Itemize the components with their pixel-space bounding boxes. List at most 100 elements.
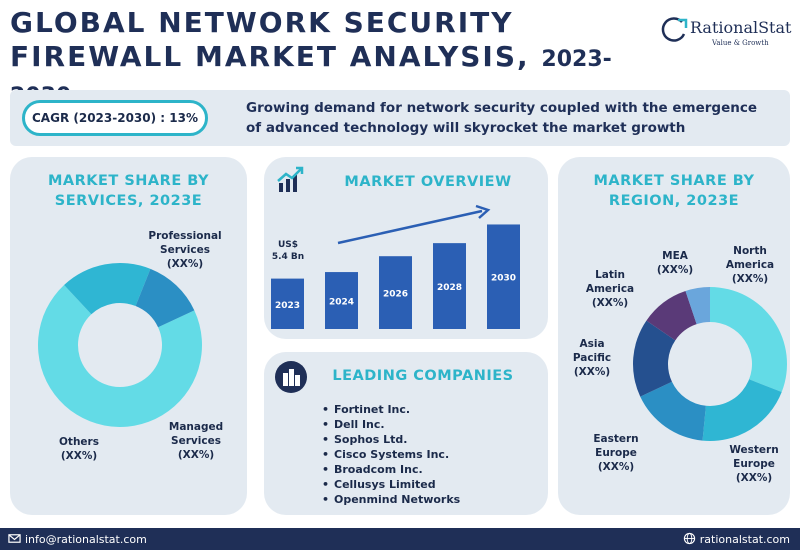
region-title: MARKET SHARE BY REGION, 2023E bbox=[558, 171, 790, 211]
services-slice-0 bbox=[38, 285, 202, 427]
region-slice-1 bbox=[702, 379, 782, 441]
bar-2026 bbox=[379, 256, 412, 329]
region-label-ap-l3: (XX%) bbox=[573, 366, 611, 378]
logo-tagline: Value & Growth bbox=[712, 39, 769, 47]
overview-value-l2: 5.4 Bn bbox=[271, 252, 305, 262]
region-label-we-l2: Europe bbox=[733, 458, 775, 470]
logo-mark-icon bbox=[661, 17, 688, 42]
bar-2023 bbox=[271, 278, 304, 329]
region-label-na-l1: North bbox=[733, 245, 767, 257]
list-item: Cisco Systems Inc. bbox=[322, 447, 460, 462]
banner-tagline: Growing demand for network security coup… bbox=[246, 100, 758, 136]
footer-website-text: rationalstat.com bbox=[699, 533, 790, 546]
logo-name: RationalStat bbox=[690, 18, 792, 37]
region-label-north-america: North America (XX%) bbox=[718, 244, 782, 286]
bar-2030 bbox=[487, 224, 520, 329]
companies-list: Fortinet Inc. Dell Inc. Sophos Ltd. Cisc… bbox=[322, 402, 460, 507]
services-label-managed: Managed Services (XX%) bbox=[156, 420, 236, 462]
title-line-2: FIREWALL MARKET ANALYSIS, 2023-2030 bbox=[10, 40, 630, 114]
list-item: Dell Inc. bbox=[322, 417, 460, 432]
region-slice-0 bbox=[710, 287, 787, 393]
region-slice-3 bbox=[633, 320, 676, 397]
bar-label-2030: 2030 bbox=[491, 274, 516, 284]
region-label-na-l3: (XX%) bbox=[731, 273, 769, 285]
region-title-line-2: REGION, 2023E bbox=[608, 193, 740, 209]
title-line-1: GLOBAL NETWORK SECURITY bbox=[10, 6, 514, 39]
growth-chart-icon bbox=[277, 166, 304, 192]
bar-2024 bbox=[325, 272, 358, 329]
region-label-we-l1: Western bbox=[729, 444, 779, 456]
region-label-na-l2: America bbox=[725, 259, 775, 271]
services-label-managed-l3: (XX%) bbox=[177, 449, 215, 461]
region-label-asia-pacific: Asia Pacific (XX%) bbox=[560, 337, 624, 379]
region-slice-4 bbox=[646, 291, 697, 341]
services-slice-1 bbox=[64, 263, 151, 315]
region-label-la-l3: (XX%) bbox=[591, 297, 629, 309]
services-label-professional-l2: Services bbox=[160, 244, 210, 256]
region-label-mea-l2: (XX%) bbox=[656, 264, 694, 276]
services-panel: MARKET SHARE BY SERVICES, 2023E Professi… bbox=[10, 157, 247, 515]
region-label-western-europe: Western Europe (XX%) bbox=[722, 443, 786, 485]
services-label-managed-l1: Managed bbox=[168, 421, 224, 433]
region-donut-chart bbox=[633, 287, 787, 441]
list-item: Openmind Networks bbox=[322, 492, 460, 507]
services-title: MARKET SHARE BY SERVICES, 2023E bbox=[10, 171, 247, 211]
region-slice-5 bbox=[685, 287, 710, 325]
footer-bar: info@rationalstat.com rationalstat.com bbox=[0, 528, 800, 550]
cagr-badge: CAGR (2023-2030) : 13% bbox=[22, 100, 208, 136]
services-label-others: Others (XX%) bbox=[44, 435, 114, 463]
bar-2028 bbox=[433, 243, 466, 329]
region-label-eastern-europe: Eastern Europe (XX%) bbox=[584, 432, 648, 474]
list-item: Broadcom Inc. bbox=[322, 462, 460, 477]
services-label-professional: Professional Services (XX%) bbox=[140, 229, 230, 271]
region-label-ee-l2: Europe bbox=[595, 447, 637, 459]
trend-arrow-line bbox=[337, 209, 483, 245]
region-title-line-1: MARKET SHARE BY bbox=[593, 173, 755, 189]
footer-email[interactable]: info@rationalstat.com bbox=[8, 532, 147, 546]
services-title-line-1: MARKET SHARE BY bbox=[47, 173, 210, 189]
market-overview-panel: MARKET OVERVIEW 2023 2024 2026 2028 2030 US$… bbox=[264, 157, 548, 339]
footer-email-text: info@rationalstat.com bbox=[25, 533, 147, 546]
region-label-latin-america: Latin America (XX%) bbox=[578, 268, 642, 310]
overview-value-l1: US$ bbox=[277, 240, 299, 250]
page-title: GLOBAL NETWORK SECURITY FIREWALL MARKET … bbox=[10, 6, 630, 114]
bar-label-2023: 2023 bbox=[275, 301, 300, 311]
services-donut-chart bbox=[38, 263, 202, 427]
market-overview-title: MARKET OVERVIEW bbox=[344, 174, 512, 190]
region-label-mea-l1: MEA bbox=[662, 250, 688, 262]
services-label-others-l1: Others bbox=[59, 436, 99, 448]
list-item: Cellusys Limited bbox=[322, 477, 460, 492]
region-label-ee-l3: (XX%) bbox=[597, 461, 635, 473]
region-label-mea: MEA (XX%) bbox=[648, 249, 702, 277]
region-slice-2 bbox=[640, 381, 706, 441]
region-label-la-l2: America bbox=[585, 283, 635, 295]
globe-icon bbox=[683, 532, 695, 545]
email-icon bbox=[8, 534, 21, 543]
cagr-banner: CAGR (2023-2030) : 13% Growing demand fo… bbox=[10, 90, 790, 146]
bar-label-2028: 2028 bbox=[437, 283, 462, 293]
region-label-we-l3: (XX%) bbox=[735, 472, 773, 484]
services-title-line-2: SERVICES, 2023E bbox=[54, 193, 203, 209]
services-slice-2 bbox=[135, 268, 195, 328]
services-label-managed-l2: Services bbox=[171, 435, 221, 447]
region-label-la-l1: Latin bbox=[595, 269, 625, 281]
region-label-ap-l2: Pacific bbox=[572, 352, 612, 364]
bar-label-2026: 2026 bbox=[383, 290, 408, 300]
overview-value-annotation: US$ 5.4 Bn bbox=[268, 239, 308, 263]
region-label-ap-l1: Asia bbox=[579, 338, 605, 350]
list-item: Sophos Ltd. bbox=[322, 432, 460, 447]
leading-companies-title: LEADING COMPANIES bbox=[332, 368, 514, 384]
services-label-professional-l3: (XX%) bbox=[166, 258, 204, 270]
region-label-ee-l1: Eastern bbox=[593, 433, 639, 445]
region-panel: MARKET SHARE BY REGION, 2023E North Amer… bbox=[558, 157, 790, 515]
rationalstat-logo: RationalStat Value & Growth bbox=[660, 14, 792, 54]
title-line-2-text: FIREWALL MARKET ANALYSIS, bbox=[10, 40, 530, 73]
services-label-professional-l1: Professional bbox=[148, 230, 222, 242]
market-overview-bar-chart: 2023 2024 2026 2028 2030 bbox=[271, 204, 520, 329]
buildings-icon bbox=[275, 361, 307, 393]
trend-arrow-head bbox=[475, 204, 491, 219]
list-item: Fortinet Inc. bbox=[322, 402, 460, 417]
footer-website[interactable]: rationalstat.com bbox=[683, 532, 790, 546]
bar-label-2024: 2024 bbox=[329, 298, 354, 308]
services-label-others-l2: (XX%) bbox=[60, 450, 98, 462]
